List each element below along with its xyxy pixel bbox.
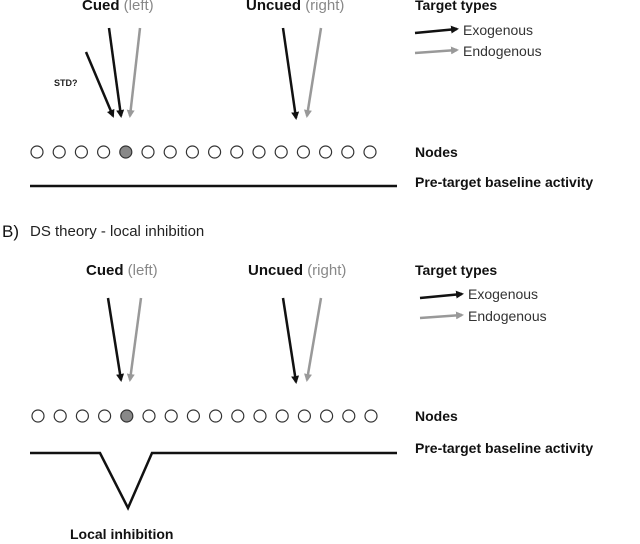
node <box>74 145 89 159</box>
node <box>185 145 199 159</box>
node <box>297 409 311 423</box>
exogenous-label-a: Exogenous <box>463 22 534 38</box>
node <box>252 145 266 159</box>
nodes-label-b: Nodes <box>415 408 458 424</box>
node <box>164 409 178 423</box>
std-label: STD? <box>54 78 78 88</box>
node <box>30 145 44 159</box>
uncued-exogenous-arrow-b <box>281 297 300 384</box>
node <box>231 409 245 423</box>
cued-endogenous-arrow-b <box>126 297 143 382</box>
node <box>97 409 112 423</box>
std-arrow-a <box>84 51 115 118</box>
cued-header-a: Cued (left) <box>82 0 154 14</box>
cued-exogenous-arrow-a <box>107 27 125 118</box>
node-row-a <box>30 145 377 159</box>
endogenous-label-a: Endogenous <box>463 43 542 59</box>
node <box>296 145 310 159</box>
panel-b-letter: B) <box>2 222 19 241</box>
local-inhibition-label: Local inhibition <box>70 526 174 542</box>
cued-header-b: Cued (left) <box>86 262 158 279</box>
node <box>53 409 67 423</box>
node <box>186 409 200 423</box>
highlighted-node <box>119 145 133 159</box>
endogenous-label-b: Endogenous <box>468 308 547 324</box>
cued-endogenous-arrow-a <box>126 27 142 118</box>
target-types-label-a: Target types <box>415 0 498 13</box>
exogenous-label-b: Exogenous <box>468 286 539 302</box>
node <box>363 145 377 159</box>
cued-exogenous-arrow-b <box>106 297 125 382</box>
uncued-exogenous-arrow-a <box>281 27 300 120</box>
node <box>275 409 289 423</box>
legend-endogenous-arrow-a <box>414 46 459 55</box>
node <box>342 409 356 423</box>
node <box>141 145 155 159</box>
node <box>75 409 90 423</box>
legend-endogenous-arrow-b <box>419 311 464 320</box>
baseline-label-b: Pre-target baseline activity <box>415 440 594 456</box>
baseline-label-a: Pre-target baseline activity <box>415 174 594 190</box>
node <box>209 409 223 423</box>
node <box>253 409 267 423</box>
target-types-label-b: Target types <box>415 262 498 278</box>
node <box>96 145 111 159</box>
node <box>274 145 288 159</box>
node <box>208 145 222 159</box>
node <box>52 145 66 159</box>
uncued-header-a: Uncued (right) <box>246 0 345 14</box>
panel-b-title: DS theory - local inhibition <box>30 223 205 240</box>
node <box>341 145 355 159</box>
uncued-endogenous-arrow-b <box>304 297 323 382</box>
highlighted-node <box>120 409 134 423</box>
node <box>364 409 378 423</box>
node <box>320 409 334 423</box>
uncued-endogenous-arrow-a <box>303 27 323 118</box>
legend-exogenous-arrow-b <box>419 290 464 300</box>
nodes-label-a: Nodes <box>415 144 458 160</box>
node <box>319 145 333 159</box>
node-row-b <box>31 409 378 423</box>
node <box>230 145 244 159</box>
legend-exogenous-arrow-a <box>414 25 459 35</box>
node <box>142 409 156 423</box>
baseline-line-b <box>30 451 397 511</box>
node <box>163 145 177 159</box>
node <box>31 409 45 423</box>
uncued-header-b: Uncued (right) <box>248 262 347 279</box>
